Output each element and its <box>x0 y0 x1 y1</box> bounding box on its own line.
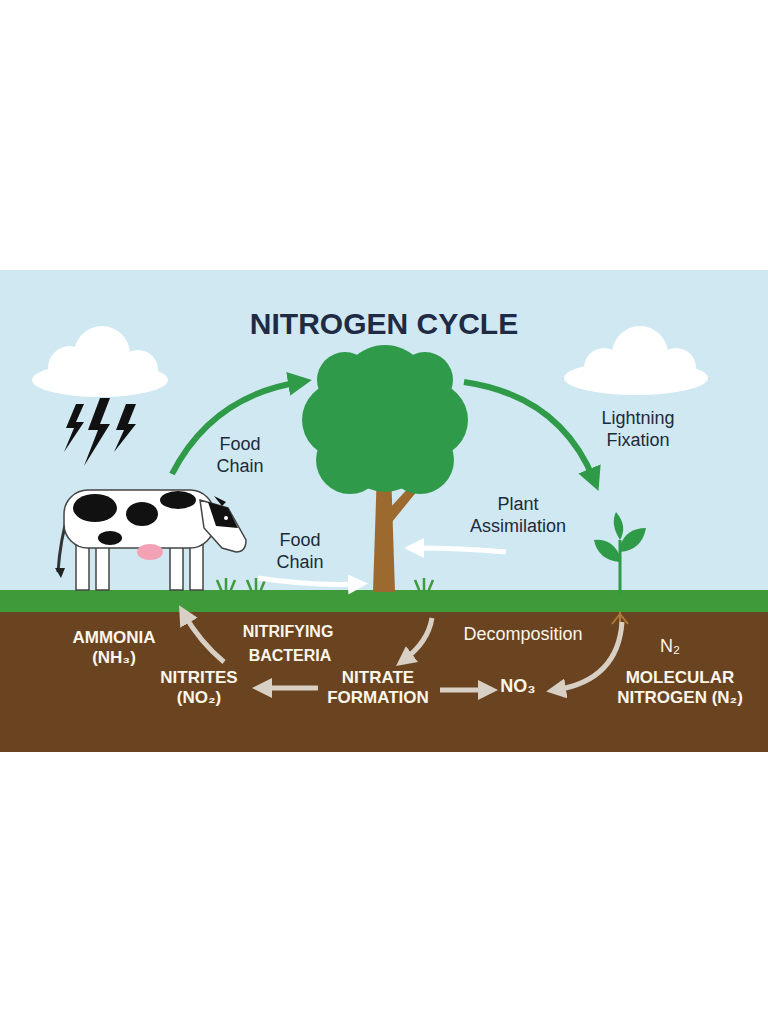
compound-label: NO₃ <box>496 676 540 698</box>
soil <box>0 612 768 752</box>
process-label: Food Chain <box>263 530 337 573</box>
tree <box>302 345 468 592</box>
lightning-bolt <box>64 398 136 466</box>
process-label: Food Chain <box>203 434 277 477</box>
flow-arrow <box>258 578 358 584</box>
process-label: NITRATE FORMATION <box>317 668 439 709</box>
process-label: Decomposition <box>453 624 593 646</box>
diagram-title: NITROGEN CYCLE <box>134 306 634 342</box>
compound-label: AMMONIA (NH₃) <box>58 628 170 669</box>
process-label: Lightning Fixation <box>582 408 694 451</box>
cow <box>55 490 246 590</box>
sky <box>0 270 768 592</box>
process-label: Plant Assimilation <box>450 494 586 537</box>
grass-tuft <box>217 578 433 592</box>
sprout <box>594 512 646 628</box>
cloud <box>564 326 708 395</box>
cycle-arrow <box>464 382 594 480</box>
compound-label: N₂ <box>650 636 690 658</box>
flow-arrow <box>414 548 506 552</box>
organism-label: NITRIFYING <box>223 622 353 641</box>
organism-label: BACTERIA <box>235 646 345 665</box>
compound-label: MOLECULAR NITROGEN (N₂) <box>603 668 757 709</box>
compound-label: NITRITES (NO₂) <box>147 668 251 709</box>
grass-strip <box>0 590 768 612</box>
cloud <box>32 326 168 397</box>
